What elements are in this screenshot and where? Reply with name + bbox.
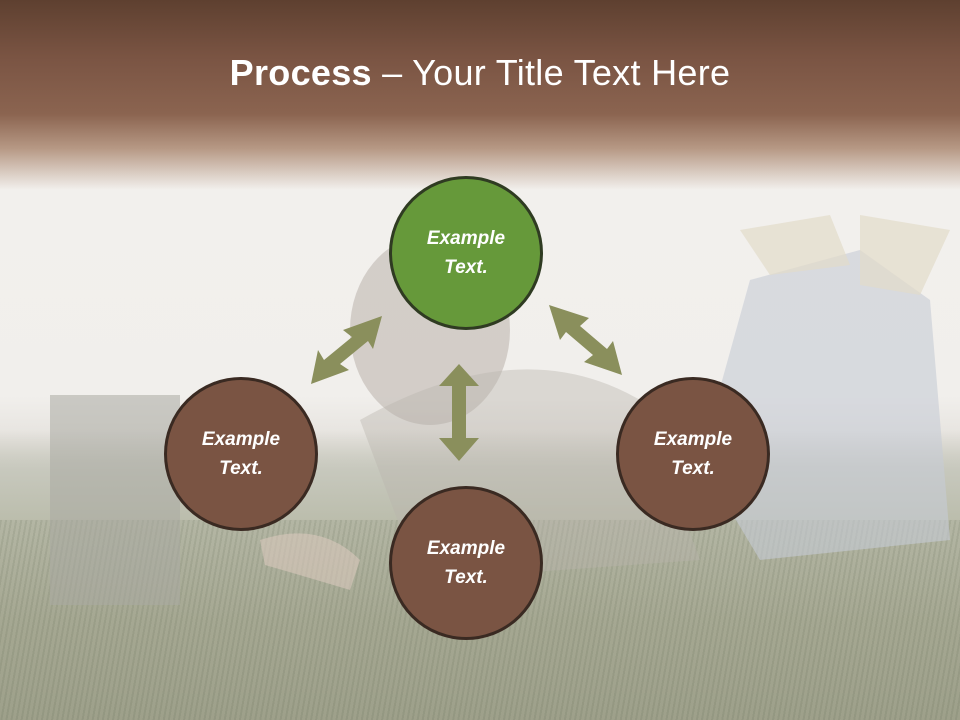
node-right[interactable]: Example Text. [616, 377, 770, 531]
arrow-vertical [439, 364, 479, 461]
node-right-line1: Example [653, 429, 733, 450]
node-left[interactable]: Example Text. [164, 377, 318, 531]
node-bottom-line2: Text. [444, 567, 488, 588]
arrow-top-right [549, 305, 622, 375]
node-bottom[interactable]: Example Text. [389, 486, 543, 640]
node-top-line2: Text. [444, 257, 488, 278]
node-left-line1: Example [201, 429, 281, 450]
node-top-line1: Example [426, 228, 506, 249]
title-bar [0, 0, 960, 190]
node-left-line2: Text. [219, 458, 263, 479]
node-top[interactable]: Example Text. [389, 176, 543, 330]
title-rest: – Your Title Text Here [371, 52, 731, 93]
slide-title: Process – Your Title Text Here [0, 52, 960, 94]
node-right-line2: Text. [671, 458, 715, 479]
node-bottom-line1: Example [426, 538, 506, 559]
arrow-top-left [311, 316, 382, 384]
title-bold: Process [229, 52, 372, 93]
